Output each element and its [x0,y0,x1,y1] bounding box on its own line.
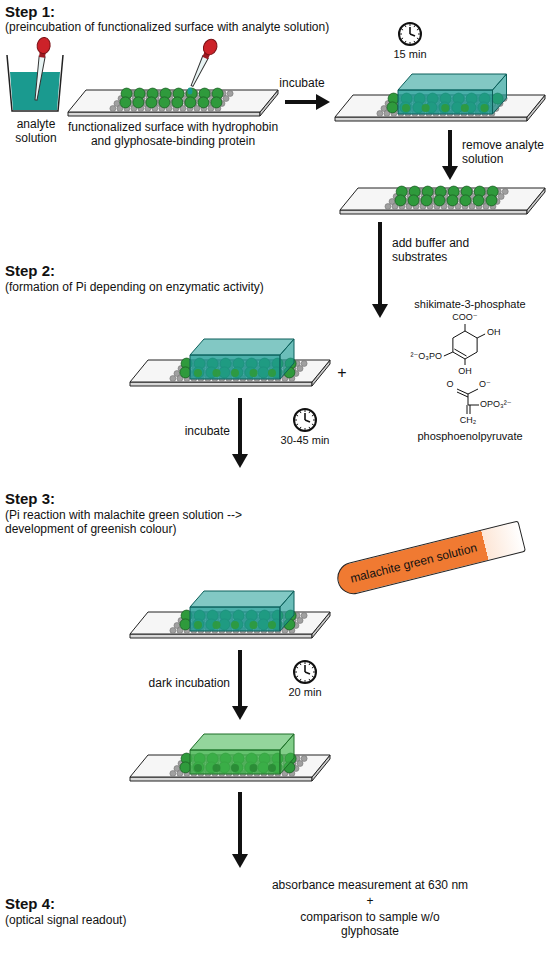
chemical-bond [468,389,478,394]
text-label: comparison to sample w/o glyphosate [300,910,440,939]
pipette [186,37,219,89]
glass-slide [130,591,330,638]
text-label: 20 min [275,686,335,699]
drop [188,88,193,95]
flow-arrow [442,130,458,180]
step-heading: Step 3: [5,490,125,508]
text-label: (preincubation of functionalized surface… [5,20,475,34]
text-label: COO⁻ [450,312,480,323]
chemical-bond [457,389,468,397]
flow-arrow [232,792,248,868]
glass-slide [68,88,278,116]
text-label: absorbance measurement at 630 nm [255,878,485,892]
chemical-bond [444,352,453,356]
pipette [30,37,52,101]
chemical-bond [452,338,453,352]
text-label: add buffer and substrates [392,236,504,265]
chemical-bond [453,331,465,338]
flow-arrow [232,650,248,720]
text-label: OPO₃²⁻ [480,399,524,410]
glass-slide [340,186,545,214]
tube-node: malachite green solution [334,520,526,597]
flow-arrow [232,398,248,468]
text-label: shikimate-3-phosphate [398,298,542,311]
chemical-bond [465,331,477,338]
clock-icon [294,661,316,683]
chemical-bond [465,359,466,365]
text-label: OH [487,327,509,338]
text-label: dark incubation [110,676,230,690]
chemical-bond [453,349,467,359]
text-label: (formation of Pi depending on enzymatic … [5,280,365,294]
chemical-bond [465,324,466,331]
beaker-node: analyte solution [0,55,72,146]
step-heading: Step 1: [5,3,125,21]
clock-icon [399,23,421,45]
text-label: ²⁻O₃PO [398,351,442,362]
text-label: (Pi reaction with malachite green soluti… [5,508,260,537]
chemical-bond [468,394,469,405]
text-label: 15 min [385,48,435,61]
tube-label: malachite green solution [349,540,479,585]
clock-icon [294,409,316,431]
chemical-bond [477,334,485,338]
text-label: OH [455,366,475,377]
step-heading: Step 4: [5,895,125,913]
beaker-liquid [10,72,60,110]
text-label: (optical signal readout) [5,913,195,927]
text-label: incubate [140,424,230,438]
text-label: CH₂ [455,415,481,426]
text-label: O⁻ [479,379,497,390]
glass-slide [130,734,330,781]
surface-node: functionalized surface with hydrophobin … [66,82,280,149]
chemical-bond [467,405,470,414]
flow-arrow [285,94,330,110]
text-label: incubate [270,76,334,90]
beaker [7,55,63,111]
node-label: analyte solution [0,117,72,146]
flow-arrow [372,222,388,318]
text-label: remove analyte solution [462,138,548,167]
text-label: + [332,363,352,382]
text-label: phosphoenolpyruvate [400,430,540,443]
glass-slide [130,339,330,386]
chemical-bond [465,352,477,359]
step-heading: Step 2: [5,262,125,280]
text-label: 30-45 min [270,434,340,447]
text-label: O [444,379,456,390]
text-label: + [255,894,485,908]
chemical-bond [477,338,478,352]
node-label: functionalized surface with hydrophobin … [66,120,280,149]
glass-slide [335,74,545,121]
